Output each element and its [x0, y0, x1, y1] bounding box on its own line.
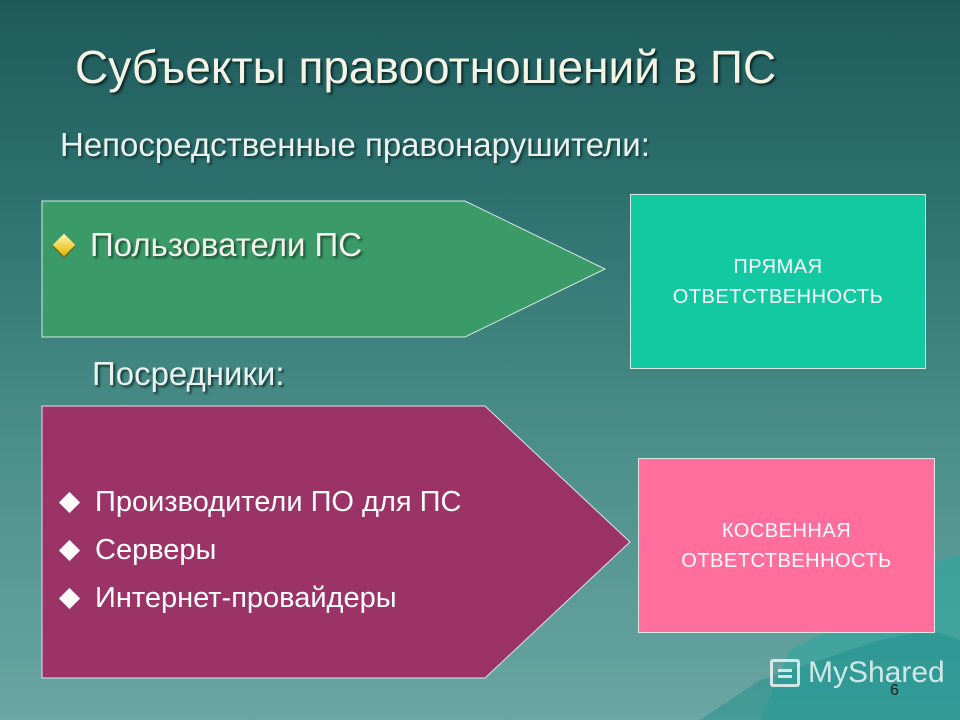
- indirect-liability-box: КОСВЕННАЯ ОТВЕТСТВЕННОСТЬ: [638, 458, 935, 633]
- mountain-decoration-front: [700, 630, 960, 720]
- slide-title: Субъекты правоотношений в ПС: [75, 41, 777, 93]
- diamond-bullet-icon: [58, 539, 81, 561]
- intermediaries-arrow-shape: [41, 405, 631, 679]
- diamond-bullet-icon: [58, 587, 81, 609]
- list-item: Серверы: [56, 526, 461, 574]
- intermediaries-heading: Посредники:: [92, 355, 285, 392]
- page-number: 6: [890, 682, 899, 699]
- watermark: MyShared: [770, 656, 945, 690]
- list-item-label: Интернет-провайдеры: [95, 581, 397, 614]
- list-item-label: Серверы: [95, 533, 217, 566]
- direct-liability-line1: ПРЯМАЯ: [733, 255, 823, 278]
- list-item-label: Производители ПО для ПС: [95, 485, 462, 518]
- watermark-text: MyShared: [808, 656, 945, 689]
- list-item: Производители ПО для ПС: [56, 478, 461, 526]
- direct-liability-box: ПРЯМАЯ ОТВЕТСТВЕННОСТЬ: [630, 194, 926, 369]
- list-item: Интернет-провайдеры: [56, 574, 461, 622]
- direct-offenders-heading: Непосредственные правонарушители:: [60, 126, 650, 163]
- presentation-screen-icon: [770, 659, 800, 687]
- indirect-liability-line1: КОСВЕННАЯ: [721, 519, 852, 542]
- users-arrow-shape: [41, 200, 607, 338]
- direct-liability-line2: ОТВЕТСТВЕННОСТЬ: [672, 285, 884, 308]
- users-list-item: Пользователи ПС: [52, 226, 363, 264]
- users-item-label: Пользователи ПС: [90, 226, 363, 263]
- indirect-liability-line2: ОТВЕТСТВЕННОСТЬ: [681, 549, 892, 572]
- intermediaries-list: Производители ПО для ПС Серверы Интернет…: [56, 478, 461, 622]
- diamond-bullet-icon: [58, 491, 81, 513]
- diamond-bullet-icon: [52, 233, 76, 257]
